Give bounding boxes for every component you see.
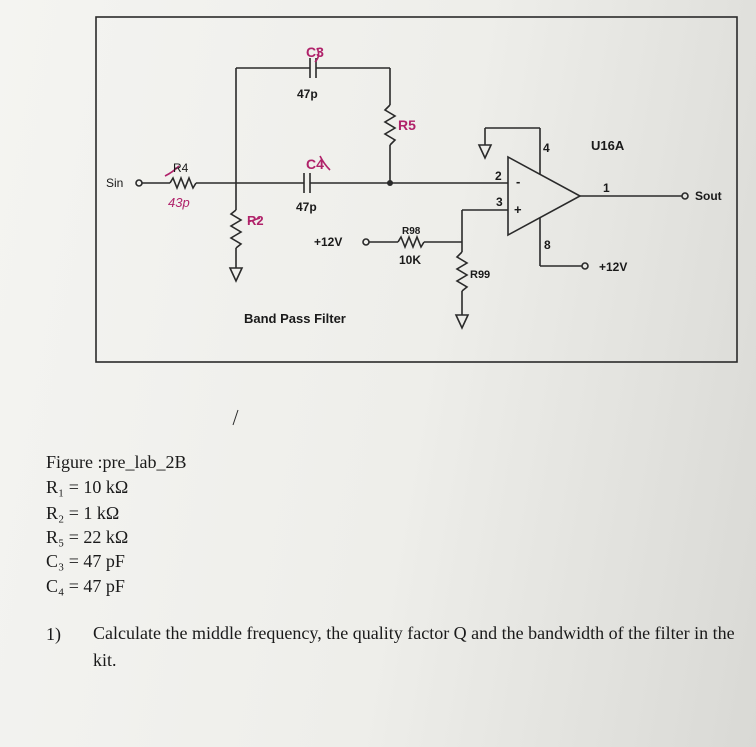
figure-caption: Figure :pre_lab_2B — [46, 452, 187, 472]
label-r98-value: 10K — [399, 253, 421, 267]
resistor-r99 — [455, 251, 469, 292]
value-r1: R₁ = 10 kΩ — [46, 477, 129, 497]
label-sout: Sout — [695, 189, 722, 203]
schematic-caption: Band Pass Filter — [244, 311, 346, 326]
label-r4-handwritten: 43p — [168, 195, 190, 210]
value-c4: C₄ = 47 pF — [46, 576, 125, 596]
label-c4: C4 — [306, 156, 324, 172]
resistor-r4 — [169, 175, 197, 191]
label-r2: R2 — [247, 213, 264, 228]
label-plus12v-left: +12V — [314, 235, 342, 249]
question-number: 1) — [46, 624, 61, 644]
resistor-r2 — [229, 209, 243, 249]
op-amp-u16a — [507, 155, 582, 237]
sout-terminal — [681, 192, 689, 200]
ground-pin4 — [477, 144, 493, 160]
label-pin8: 8 — [544, 238, 551, 252]
label-pin2: 2 — [495, 169, 502, 183]
label-pin1: 1 — [603, 181, 610, 195]
ground-r2 — [228, 267, 244, 283]
label-r5: R5 — [398, 117, 416, 133]
resistor-r5 — [383, 104, 397, 146]
resistor-r98 — [397, 234, 425, 250]
label-sin: Sin — [106, 176, 123, 190]
schematic-frame — [95, 16, 738, 363]
question-text: Calculate the middle frequency, the qual… — [93, 623, 735, 670]
label-r99: R99 — [470, 269, 490, 281]
label-c3-value: 47p — [297, 87, 318, 101]
value-r5: R₅ = 22 kΩ — [46, 527, 129, 547]
label-noninverting-sign: + — [514, 202, 522, 217]
label-pin3: 3 — [496, 195, 503, 209]
label-plus12v-right: +12V — [599, 260, 627, 274]
plus12v-terminal-right — [581, 262, 589, 270]
label-r98: R98 — [402, 226, 421, 237]
label-opamp: U16A — [591, 138, 625, 153]
value-c3: C₃ = 47 pF — [46, 551, 125, 571]
label-r4: R4 — [173, 161, 189, 175]
plus12v-terminal-left — [362, 238, 370, 246]
label-c4-value: 47p — [296, 200, 317, 214]
label-inverting-sign: - — [516, 174, 520, 189]
sin-terminal — [135, 179, 143, 187]
ground-r99 — [454, 314, 470, 330]
handwritten-marks — [164, 47, 331, 223]
junction-dot — [387, 180, 393, 186]
label-c3: C3 — [306, 44, 324, 60]
value-r2: R₂ = 1 kΩ — [46, 503, 120, 523]
label-pin4: 4 — [543, 141, 550, 155]
